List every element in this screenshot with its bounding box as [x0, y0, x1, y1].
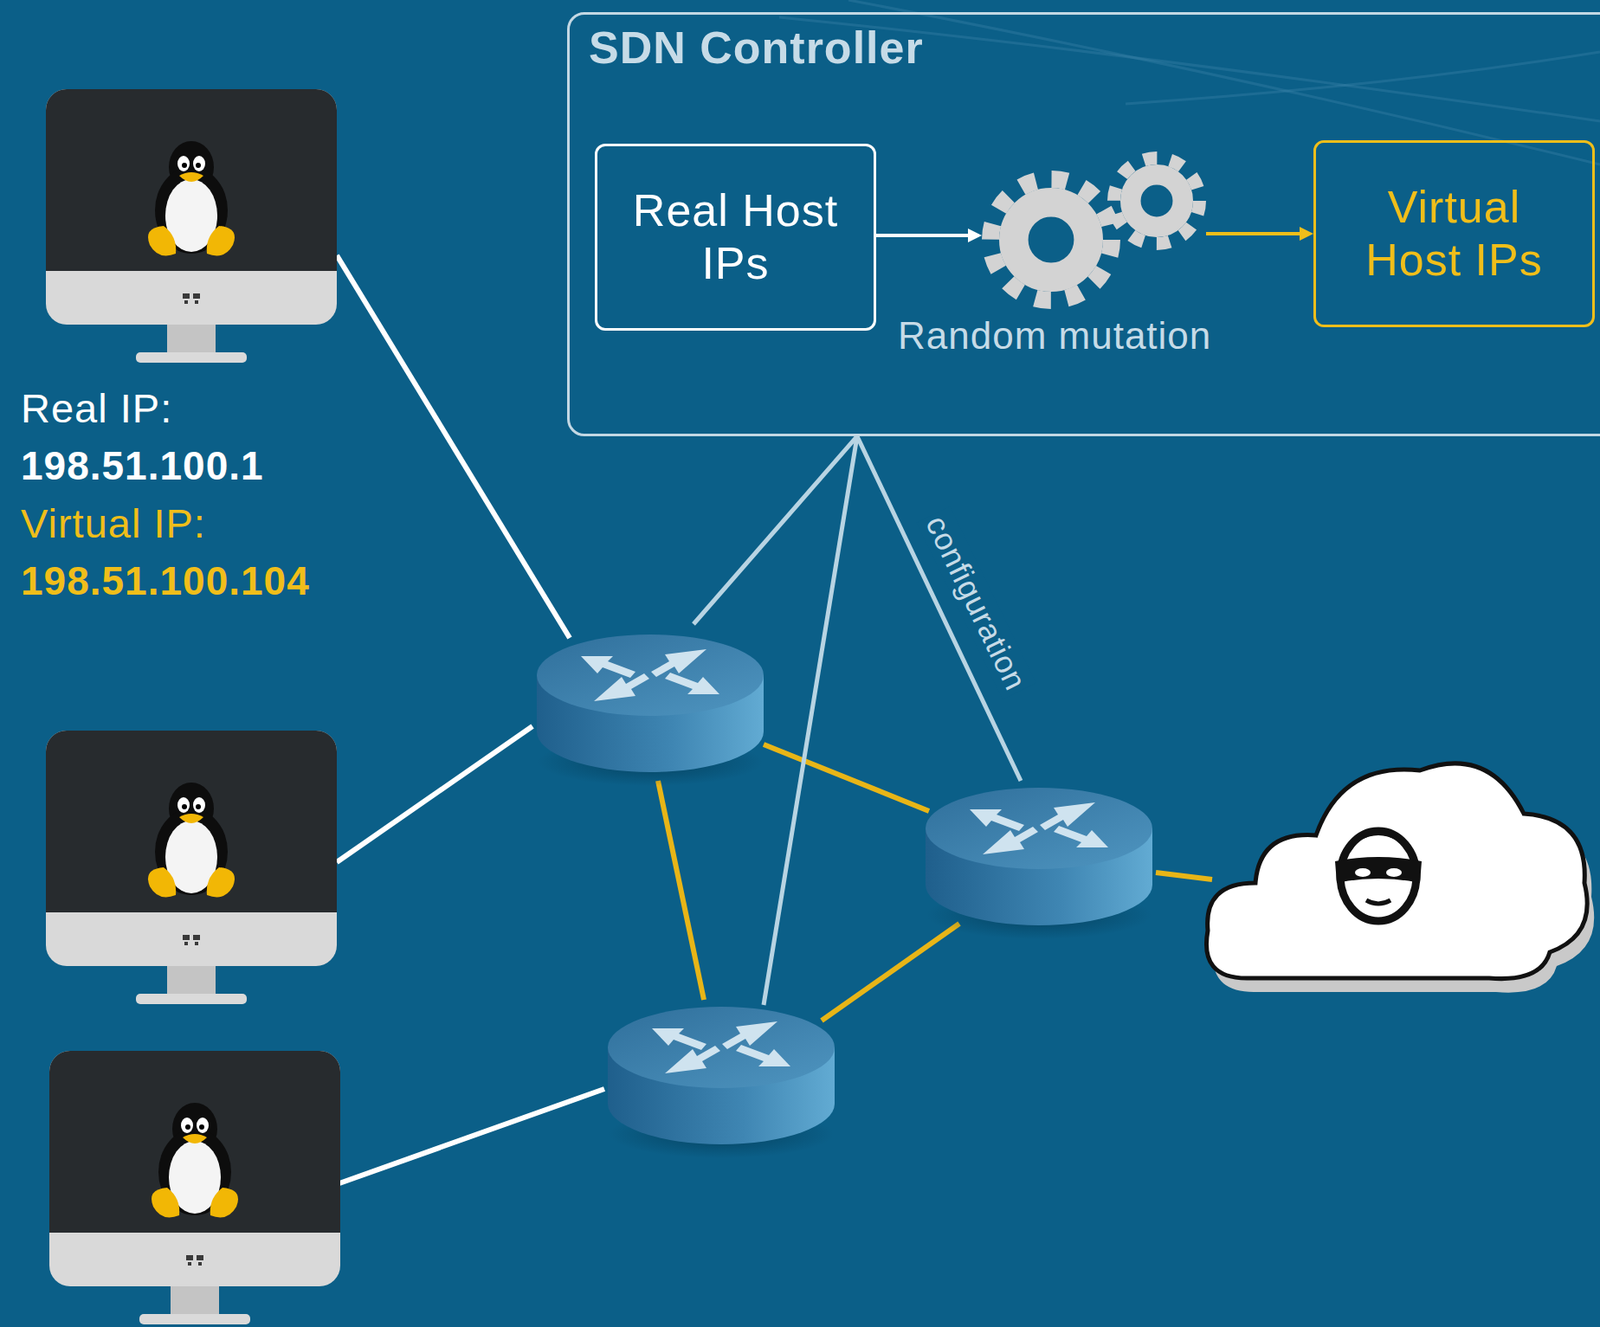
- gear-icon: [990, 179, 1112, 301]
- real-ip-value: 198.51.100.1: [20, 442, 265, 491]
- mutation-arrow: [876, 226, 1314, 243]
- linux-host: [45, 89, 337, 363]
- box-label: Virtual Host IPs: [1333, 180, 1575, 288]
- linux-host: [49, 1051, 341, 1325]
- process-box: Real Host IPs: [594, 143, 877, 331]
- router-icon: [925, 787, 1153, 940]
- box-label: Real Host IPs: [614, 184, 857, 291]
- attacker-cloud: [1206, 763, 1594, 994]
- ip-caption: Virtual IP:: [20, 499, 207, 549]
- link-label: configuration: [916, 506, 1037, 700]
- linux-host: [45, 730, 337, 1005]
- process-box: Virtual Host IPs: [1313, 140, 1595, 328]
- virtual-ip-value: 198.51.100.104: [20, 557, 310, 606]
- controller-title: SDN Controller: [588, 21, 1600, 75]
- router-links: [658, 744, 1213, 1021]
- router-icon: [536, 634, 764, 787]
- gear-icon: [1114, 158, 1200, 245]
- router-icon: [607, 1006, 835, 1159]
- controller-box: SDN ControllerReal Host IPs Virtual Host …: [567, 12, 1600, 437]
- ip-caption: Real IP:: [20, 384, 173, 433]
- mutation-label: Random mutation: [897, 313, 1212, 360]
